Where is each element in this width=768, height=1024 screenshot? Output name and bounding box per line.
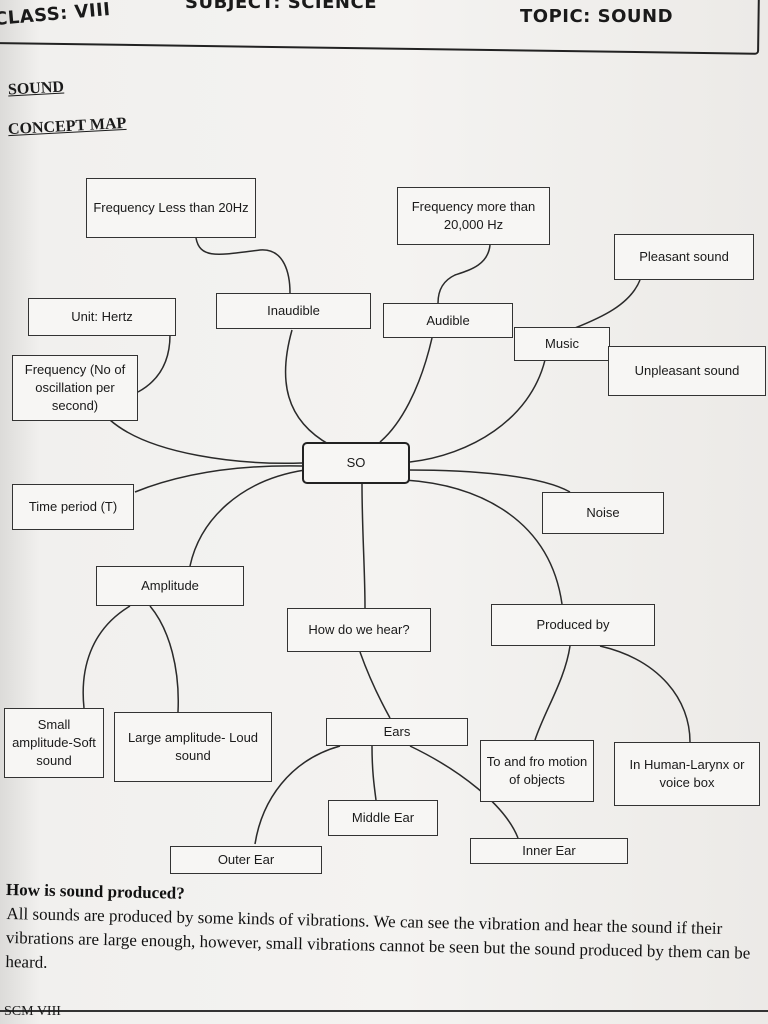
link-freqlow-inaudible — [195, 237, 291, 294]
node-larynx: In Human-Larynx or voice box — [614, 742, 760, 806]
question-section: How is sound produced? All sounds are pr… — [5, 880, 766, 974]
link-timeperiod-center — [134, 465, 303, 493]
node-frequency-low: Frequency Less than 20Hz — [86, 178, 256, 238]
link-frequency-center — [109, 419, 303, 464]
link-ears-middle — [371, 745, 377, 801]
link-howhear-ears — [359, 651, 391, 719]
subject-label: SUBJECT: SCIENCE — [185, 0, 377, 13]
link-ears-outer — [254, 745, 341, 845]
node-outer-ear: Outer Ear — [170, 846, 322, 874]
link-produced-larynx — [599, 645, 691, 743]
link-center-howhear — [361, 483, 366, 609]
link-center-produced — [404, 479, 563, 605]
link-center-noise — [407, 469, 571, 493]
node-to-and-fro-motion: To and fro motion of objects — [480, 740, 594, 802]
node-middle-ear: Middle Ear — [328, 800, 438, 836]
footer-rule — [0, 1010, 768, 1012]
link-inaudible-center — [284, 329, 331, 446]
link-ears-inner — [409, 745, 519, 839]
node-noise: Noise — [542, 492, 664, 534]
link-freqhigh-audible — [437, 244, 491, 304]
node-amplitude: Amplitude — [96, 566, 244, 606]
node-music: Music — [514, 327, 610, 361]
node-ears: Ears — [326, 718, 468, 746]
node-frequency-high: Frequency more than 20,000 Hz — [397, 187, 550, 245]
link-amplitude-large — [149, 605, 179, 713]
node-small-amplitude: Small amplitude-Soft sound — [4, 708, 104, 778]
node-how-do-we-hear: How do we hear? — [287, 608, 431, 652]
footer-label: SCM VIII — [4, 1004, 61, 1019]
node-pleasant-sound: Pleasant sound — [614, 234, 754, 280]
topic-label: TOPIC: SOUND — [520, 6, 674, 27]
node-time-period: Time period (T) — [12, 484, 134, 530]
link-amplitude-small — [82, 605, 131, 709]
node-inner-ear: Inner Ear — [470, 838, 628, 864]
node-unit-hertz: Unit: Hertz — [28, 298, 176, 336]
link-amplitude-center — [189, 469, 306, 567]
node-center-sound: SO — [302, 442, 410, 484]
node-produced-by: Produced by — [491, 604, 655, 646]
node-frequency: Frequency (No of oscillation per second) — [12, 355, 138, 421]
link-pleasant-music — [574, 279, 641, 329]
link-music-center — [409, 359, 546, 463]
node-audible: Audible — [383, 303, 513, 338]
link-audible-center — [379, 337, 433, 443]
link-unit-frequency — [137, 334, 171, 393]
node-unpleasant-sound: Unpleasant sound — [608, 346, 766, 396]
node-inaudible: Inaudible — [216, 293, 371, 329]
link-produced-tofro — [534, 645, 571, 741]
node-large-amplitude: Large amplitude- Loud sound — [114, 712, 272, 782]
